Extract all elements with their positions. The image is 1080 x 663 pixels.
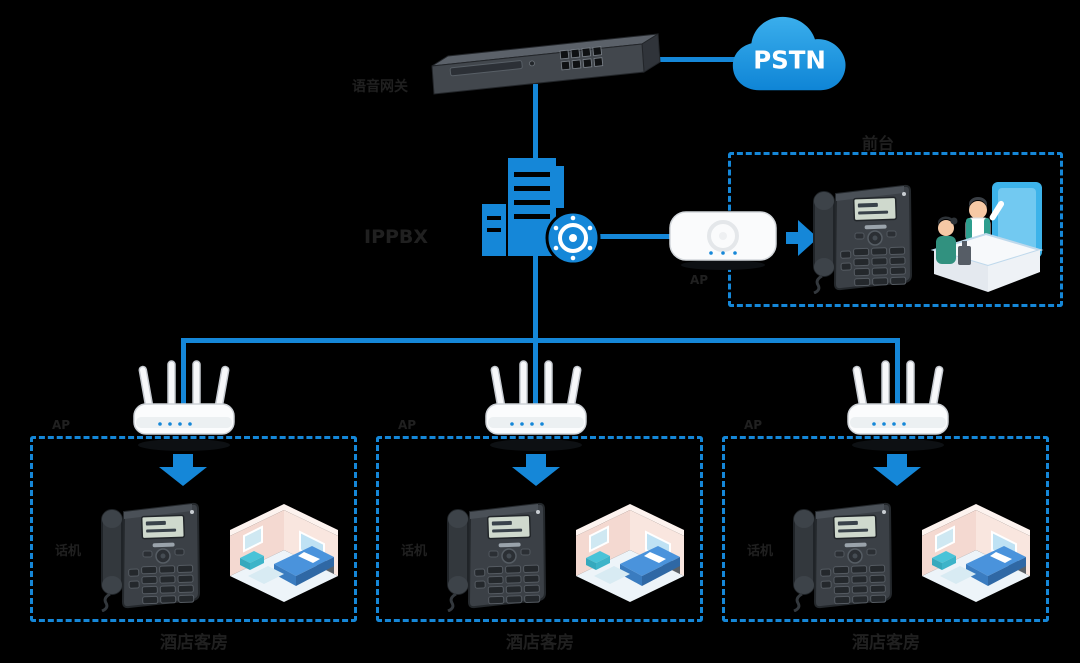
connector-switch-pbx [533, 84, 538, 160]
room-1-ap-label: AP [52, 418, 71, 432]
room-2-ip-phone-icon [446, 488, 548, 612]
hotel-room-illustration-3 [920, 502, 1032, 604]
room-2-ap-label: AP [398, 418, 417, 432]
room-3-phone-label: 话机 [747, 544, 774, 559]
wireless-router-icon-2 [478, 358, 594, 454]
room-3-ap-label: AP [744, 418, 763, 432]
connector-pbx-ap [594, 234, 670, 239]
pbx-building-icon [482, 158, 601, 265]
voice-gateway-switch-icon [431, 33, 661, 95]
down-arrow-icon-2 [512, 454, 560, 486]
room-2-phone-label: 话机 [401, 544, 428, 559]
connector-switch-pstn [640, 57, 740, 62]
hotel-room-illustration-1 [228, 502, 340, 604]
room-2-caption: 酒店客房 [506, 633, 574, 653]
wireless-router-icon-3 [840, 358, 956, 454]
down-arrow-icon-1 [159, 454, 207, 486]
pstn-label: PSTN [753, 46, 826, 75]
guest-room-zone-1 [30, 436, 357, 622]
down-arrow-icon-3 [873, 454, 921, 486]
room-3-caption: 酒店客房 [852, 633, 920, 653]
connector-drop-middle [533, 341, 538, 407]
front-desk-title: 前台 [862, 134, 895, 153]
front-desk-ip-phone-icon [812, 170, 914, 294]
hotel-room-illustration-2 [574, 502, 686, 604]
right-arrow-icon [786, 220, 818, 256]
guest-room-zone-3 [722, 436, 1049, 622]
pbx-label: IPPBX [364, 226, 429, 248]
connector-drop-left [181, 341, 186, 407]
wireless-router-icon-1 [126, 358, 242, 454]
connector-trunk [181, 338, 900, 343]
guest-room-zone-2 [376, 436, 703, 622]
pstn-cloud-icon: PSTN [732, 16, 846, 91]
front-desk-illustration [928, 180, 1046, 298]
room-1-caption: 酒店客房 [160, 633, 228, 653]
connector-pbx-trunk [533, 254, 538, 340]
room-1-ip-phone-icon [100, 488, 202, 612]
connector-drop-right [895, 341, 900, 407]
room-1-phone-label: 话机 [55, 544, 82, 559]
room-3-ip-phone-icon [792, 488, 894, 612]
ceiling-ap-icon [664, 206, 782, 272]
front-desk-ap-label: AP [690, 273, 709, 287]
gateway-label: 语音网关 [352, 79, 408, 95]
